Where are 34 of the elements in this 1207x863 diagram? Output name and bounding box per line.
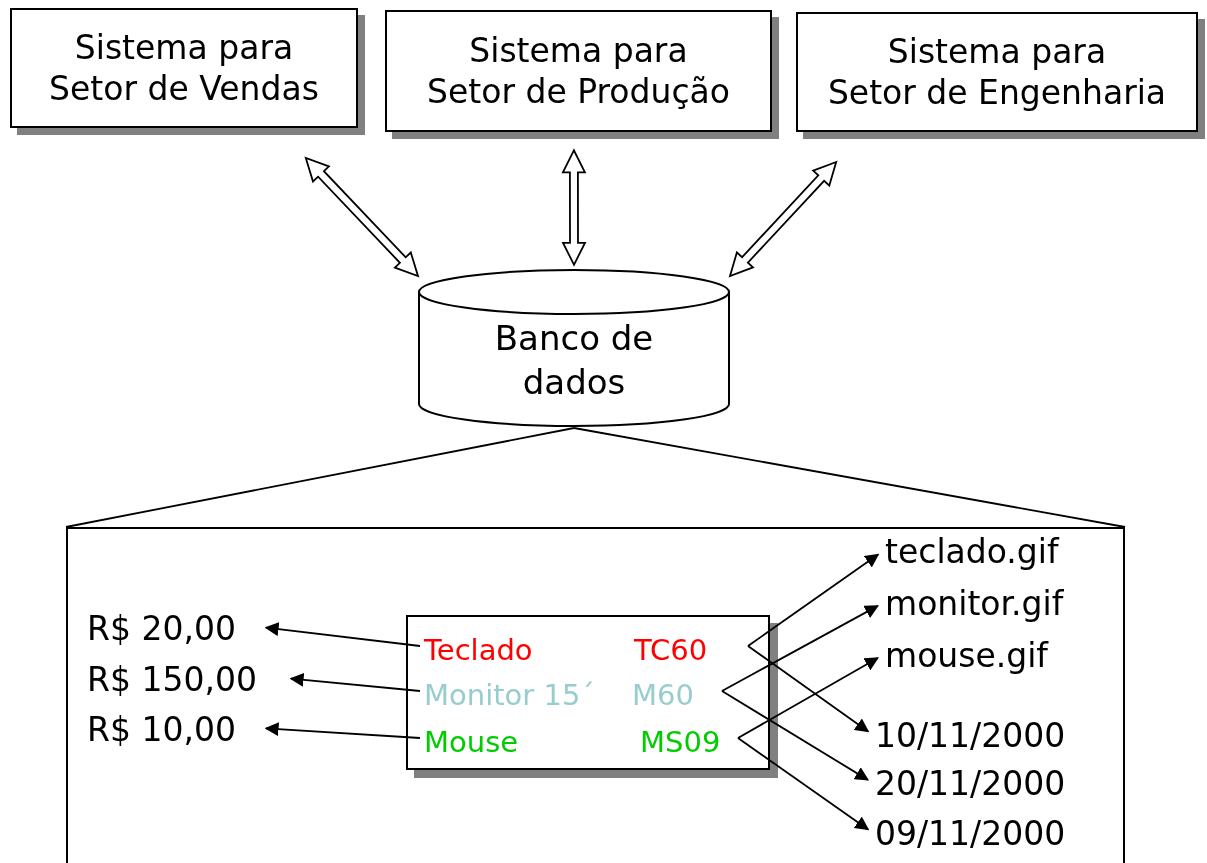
arrow: [264, 722, 421, 739]
date-label: 20/11/2000: [875, 763, 1067, 805]
product-code: TC60: [634, 632, 708, 669]
double-arrow: [728, 160, 838, 278]
system-label: Sistema para Setor de Produção: [427, 29, 730, 113]
arrow: [737, 737, 870, 831]
file-name-label: monitor.gif: [885, 583, 1065, 625]
arrow: [264, 622, 421, 647]
product-code: MS09: [640, 724, 721, 761]
product-name: Teclado: [424, 632, 533, 669]
product-code: M60: [632, 677, 694, 714]
file-name-label: teclado.gif: [885, 531, 1061, 573]
product-name: Mouse: [424, 724, 519, 761]
arrow: [721, 690, 870, 781]
arrow: [747, 553, 880, 647]
date-label: 10/11/2000: [875, 715, 1067, 757]
projection-line: [65, 427, 575, 528]
projection-line: [573, 427, 1126, 528]
product-name: Monitor 15´: [424, 677, 595, 714]
arrow: [747, 645, 870, 733]
system-label: Sistema para Setor de Engenharia: [827, 30, 1167, 114]
double-arrow: [561, 148, 587, 267]
price-label: R$ 10,00: [87, 709, 237, 751]
arrow: [721, 605, 879, 692]
price-label: R$ 150,00: [87, 659, 258, 701]
system-label: Sistema para Setor de Vendas: [49, 26, 319, 110]
detail-panel: [66, 527, 1125, 863]
arrow: [737, 657, 879, 739]
price-label: R$ 20,00: [87, 608, 237, 650]
double-arrow: [304, 156, 420, 278]
arrow: [289, 672, 421, 692]
database-label: Banco de dados: [493, 316, 655, 404]
file-name-label: mouse.gif: [885, 635, 1050, 677]
date-label: 09/11/2000: [875, 813, 1067, 855]
